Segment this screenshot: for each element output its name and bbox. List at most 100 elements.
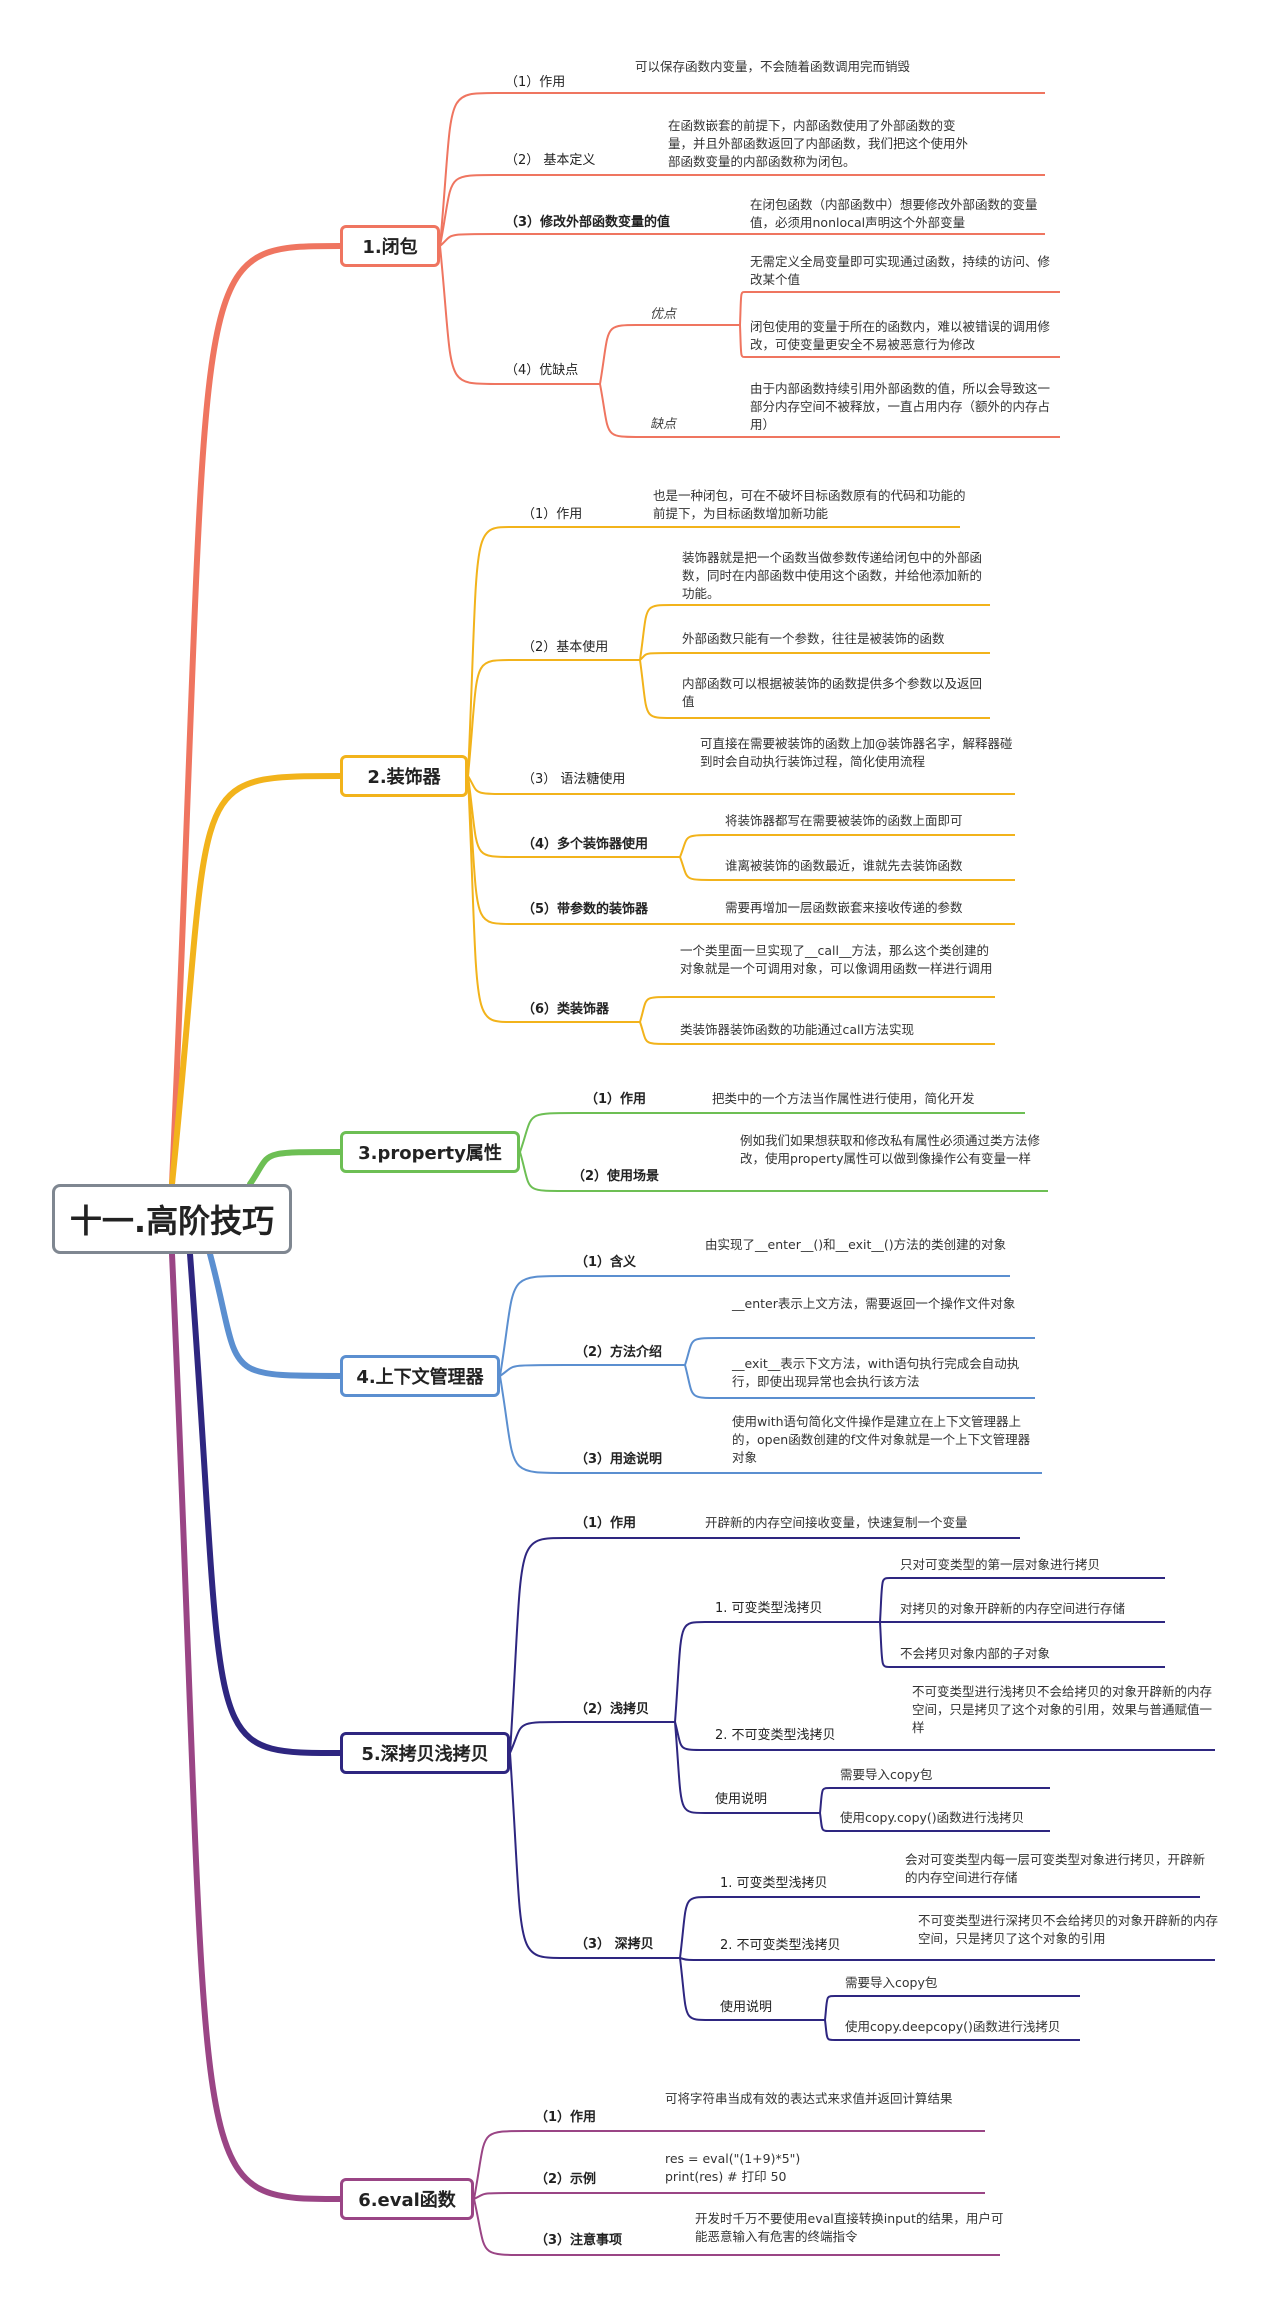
copy-deep-curve	[509, 1752, 566, 1959]
copy-deep-immutable-label: 2. 不可变类型浅拷贝	[720, 1938, 841, 1953]
decorator-basic-3-curve	[639, 659, 673, 719]
copy-shallow-usage-text-1: 需要导入copy包	[840, 1767, 933, 1782]
copy-shallow-curve	[509, 1721, 566, 1754]
copy-shallow-usage-text-2: 使用copy.copy()函数进行浅拷贝	[840, 1810, 1025, 1825]
topic-context-manager[interactable]: 4.上下文管理器	[340, 1355, 500, 1397]
decorator-class-curve	[467, 775, 513, 1023]
copy-purpose-curve	[509, 1537, 566, 1754]
copy-deep-usage-text-2: 使用copy.deepcopy()函数进行浅拷贝	[845, 2019, 1061, 2034]
eval-purpose-text: 可将字符串当成有效的表达式来求值并返回计算结果	[665, 2091, 953, 2106]
copy-deep-usage-text-1: 需要导入copy包	[845, 1975, 938, 1990]
topic-closure[interactable]: 1.闭包	[340, 225, 440, 267]
context-meaning-label: （1）含义	[575, 1255, 637, 1270]
copy-shallow-mutable-label: 1. 可变类型浅拷贝	[715, 1601, 823, 1616]
closure-purpose-label: （1）作用	[505, 75, 566, 90]
closure-pro-2: 闭包使用的变量于所在的函数内，难以被错误的调用修改，可使变量更安全不易被恶意行为…	[750, 319, 1051, 352]
decorator-class-text-2: 类装饰器装饰函数的功能通过call方法实现	[680, 1022, 914, 1037]
root-to-eval	[169, 1251, 343, 2202]
decorator-basic-text-1: 装饰器就是把一个函数当做参数传递给闭包中的外部函数，同时在内部函数中使用这个函数…	[682, 550, 983, 601]
copy-deep-immutable-text: 不可变类型进行深拷贝不会给拷贝的对象开辟新的内存空间，只是拷贝了这个对象的引用	[918, 1913, 1219, 1946]
eval-purpose-label: （1）作用	[535, 2110, 597, 2125]
copy-deep-usage-1-curve	[824, 1995, 836, 2021]
closure-pros-curve	[599, 324, 641, 385]
closure-purpose-curve	[439, 92, 496, 247]
context-methods-text-1: __enter表示上文方法，需要返回一个操作文件对象	[732, 1296, 1016, 1311]
eval-notes-label: （3）注意事项	[535, 2233, 623, 2248]
copy-purpose-text: 开辟新的内存空间接收变量，快速复制一个变量	[705, 1515, 968, 1530]
closure-proscons-curve	[439, 245, 496, 385]
copy-shallow-mutable-3-curve	[879, 1621, 891, 1668]
context-usage-curve	[499, 1375, 566, 1474]
context-usage-label: （3）用途说明	[575, 1452, 663, 1467]
decorator-multi-text-2: 谁离被装饰的函数最近，谁就先去装饰函数	[725, 858, 963, 873]
closure-proscons-label: （4）优缺点	[505, 363, 579, 378]
closure-pro-2-curve	[739, 324, 746, 358]
property-usage-text: 例如我们如果想获取和修改私有属性必须通过类方法修改，使用property属性可以…	[740, 1133, 1041, 1166]
copy-deep-usage-label: 使用说明	[720, 2000, 773, 2015]
closure-pro-1-curve	[739, 291, 746, 326]
decorator-sugar-text: 可直接在需要被装饰的函数上加@装饰器名字，解释器碰到时会自动执行装饰过程，简化使…	[700, 736, 1013, 769]
root-to-property	[247, 1149, 343, 1187]
closure-modify-label: （3）修改外部函数变量的值	[505, 215, 671, 230]
property-purpose-curve	[519, 1112, 576, 1153]
decorator-purpose-label: （1）作用	[522, 507, 583, 522]
topic-decorator[interactable]: 2.装饰器	[340, 755, 468, 797]
eval-example-curve	[473, 2192, 526, 2200]
context-methods-2-curve	[684, 1364, 721, 1399]
decorator-multi-label: （4）多个装饰器使用	[522, 837, 649, 852]
decorator-basic-text-2: 外部函数只能有一个参数，往往是被装饰的函数	[682, 631, 945, 646]
copy-purpose-label: （1）作用	[575, 1516, 637, 1531]
copy-shallow-usage-label: 使用说明	[715, 1792, 768, 1807]
closure-cons-curve	[599, 383, 641, 438]
copy-deep-immutable-curve	[679, 1957, 711, 1961]
decorator-class-2-curve	[639, 1021, 671, 1045]
copy-deep-mutable-text: 会对可变类型内每一层可变类型对象进行拷贝，开辟新的内存空间进行存储	[905, 1852, 1206, 1885]
context-methods-1-curve	[684, 1337, 721, 1366]
copy-shallow-usage-2-curve	[819, 1812, 831, 1832]
property-purpose-text: 把类中的一个方法当作属性进行使用，简化开发	[712, 1091, 975, 1106]
decorator-multi-2-curve	[679, 856, 716, 881]
property-purpose-label: （1）作用	[585, 1092, 647, 1107]
eval-example-label: （2）示例	[535, 2172, 597, 2187]
property-usage-curve	[519, 1151, 566, 1192]
eval-notes-curve	[473, 2198, 526, 2256]
closure-modify-curve	[439, 233, 496, 247]
topic-property[interactable]: 3.property属性	[340, 1131, 520, 1173]
decorator-purpose-text: 也是一种闭包，可在不破坏目标函数原有的代码和功能的前提下，为目标函数增加新功能	[653, 488, 966, 521]
decorator-purpose-curve	[467, 526, 513, 777]
root-node[interactable]: 十一.高阶技巧	[52, 1184, 292, 1254]
context-meaning-text: 由实现了__enter__()和__exit__()方法的类创建的对象	[705, 1237, 1007, 1252]
closure-definition-text: 在函数嵌套的前提下，内部函数使用了外部函数的变量，并且外部函数返回了内部函数，我…	[668, 118, 969, 169]
root-to-closure	[169, 243, 343, 1187]
decorator-basic-label: （2）基本使用	[522, 640, 609, 655]
context-usage-text: 使用with语句简化文件操作是建立在上下文管理器上的，open函数创建的f文件对…	[732, 1414, 1031, 1465]
decorator-param-text: 需要再增加一层函数嵌套来接收传递的参数	[725, 900, 963, 915]
eval-example-code-2: print(res) # 打印 50	[665, 2169, 787, 2184]
decorator-basic-curve	[467, 659, 513, 777]
decorator-multi-text-1: 将装饰器都写在需要被装饰的函数上面即可	[725, 813, 963, 828]
decorator-basic-text-3: 内部函数可以根据被装饰的函数提供多个参数以及返回值	[682, 676, 983, 709]
copy-shallow-mutable-1-curve	[879, 1577, 891, 1623]
closure-purpose-text: 可以保存函数内变量，不会随着函数调用完而销毁	[635, 59, 911, 74]
copy-shallow-mutable-text-1: 只对可变类型的第一层对象进行拷贝	[900, 1557, 1101, 1572]
copy-shallow-immutable-curve	[674, 1721, 706, 1751]
root-to-decorator	[169, 773, 343, 1187]
closure-definition-label: （2） 基本定义	[505, 153, 596, 168]
closure-pros-label: 优点	[650, 307, 677, 322]
copy-shallow-mutable-text-2: 对拷贝的对象开辟新的内存空间进行存储	[900, 1601, 1126, 1616]
copy-shallow-label: （2）浅拷贝	[575, 1702, 650, 1717]
copy-shallow-mutable-curve	[674, 1621, 706, 1723]
decorator-basic-2-curve	[639, 652, 673, 661]
copy-shallow-immutable-label: 2. 不可变类型浅拷贝	[715, 1728, 836, 1743]
topic-copy[interactable]: 5.深拷贝浅拷贝	[340, 1732, 510, 1774]
copy-deep-usage-curve	[679, 1957, 711, 2021]
topic-eval[interactable]: 6.eval函数	[340, 2178, 474, 2220]
eval-purpose-curve	[473, 2130, 526, 2200]
copy-shallow-usage-1-curve	[819, 1787, 831, 1814]
decorator-sugar-curve	[467, 775, 513, 795]
root-to-context	[207, 1251, 343, 1379]
closure-definition-curve	[439, 174, 496, 247]
context-methods-curve	[499, 1364, 566, 1377]
closure-modify-text: 在闭包函数（内部函数中）想要修改外部函数的变量值，必须用nonlocal声明这个…	[750, 197, 1038, 230]
copy-deep-mutable-label: 1. 可变类型浅拷贝	[720, 1876, 828, 1891]
